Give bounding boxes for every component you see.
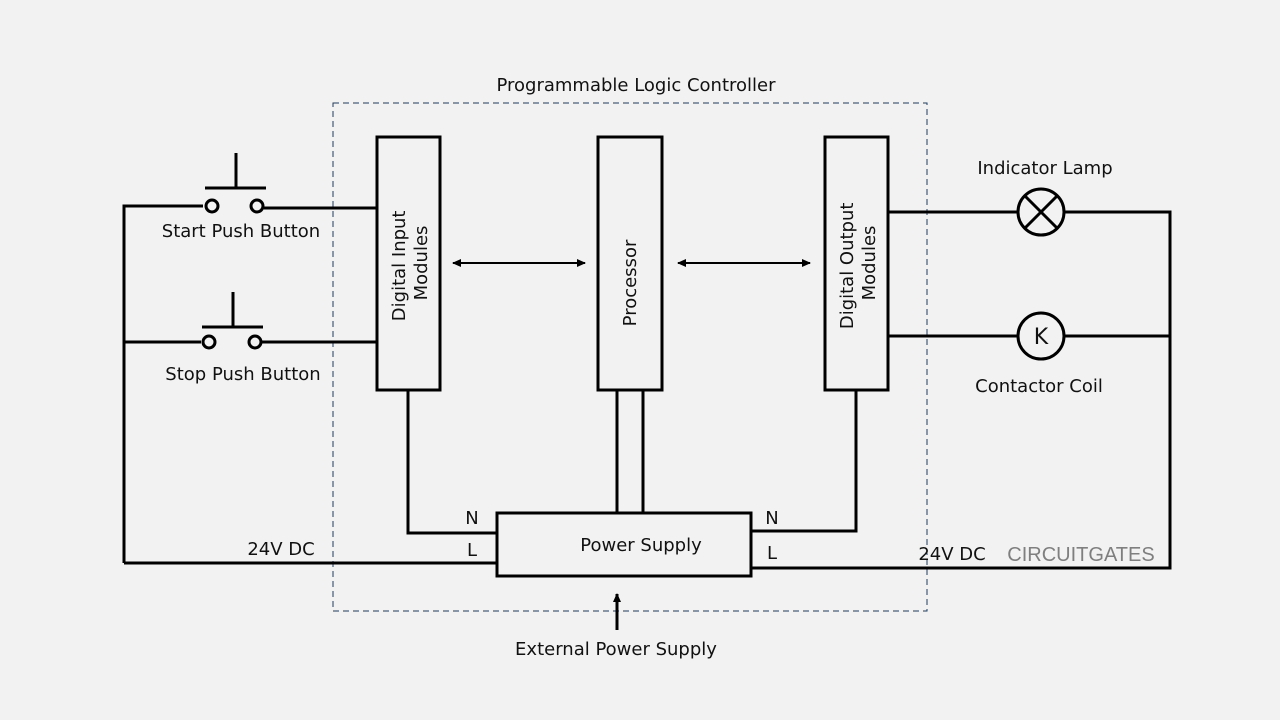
stop-push-button bbox=[201, 292, 263, 350]
start-push-button-label: Start Push Button bbox=[162, 221, 320, 242]
contactor-coil-icon: K bbox=[1016, 311, 1066, 361]
terminal-l-right: L bbox=[767, 543, 777, 564]
left-wiring bbox=[122, 204, 497, 565]
watermark: CIRCUITGATES bbox=[1007, 544, 1154, 566]
digital-input-modules-label: Digital Input Modules bbox=[389, 205, 432, 321]
supply-right-label: 24V DC bbox=[918, 544, 985, 565]
external-supply-label: External Power Supply bbox=[515, 639, 717, 660]
indicator-lamp-icon bbox=[1016, 187, 1066, 237]
indicator-lamp-label: Indicator Lamp bbox=[977, 158, 1112, 179]
power-supply-block bbox=[495, 511, 753, 578]
plc-boundary bbox=[332, 102, 928, 612]
terminal-n-right: N bbox=[765, 508, 778, 529]
processor-label: Processor bbox=[620, 239, 641, 326]
terminal-n-left: N bbox=[465, 508, 478, 529]
processor-block bbox=[596, 135, 664, 392]
digital-output-modules-label: Digital Output Modules bbox=[837, 197, 880, 329]
processor-power-bus bbox=[615, 390, 645, 513]
plc-title: Programmable Logic Controller bbox=[496, 75, 776, 96]
supply-left-label: 24V DC bbox=[247, 539, 314, 560]
start-push-button bbox=[204, 153, 266, 214]
digital-output-modules-block bbox=[823, 135, 890, 392]
stop-push-button-label: Stop Push Button bbox=[165, 364, 320, 385]
terminal-l-left: L bbox=[467, 540, 477, 561]
right-wiring bbox=[751, 210, 1172, 570]
svg-text:K: K bbox=[1034, 325, 1049, 350]
digital-input-modules-block bbox=[375, 135, 442, 392]
power-supply-label: Power Supply bbox=[580, 535, 702, 556]
contactor-coil-label: Contactor Coil bbox=[975, 376, 1103, 397]
